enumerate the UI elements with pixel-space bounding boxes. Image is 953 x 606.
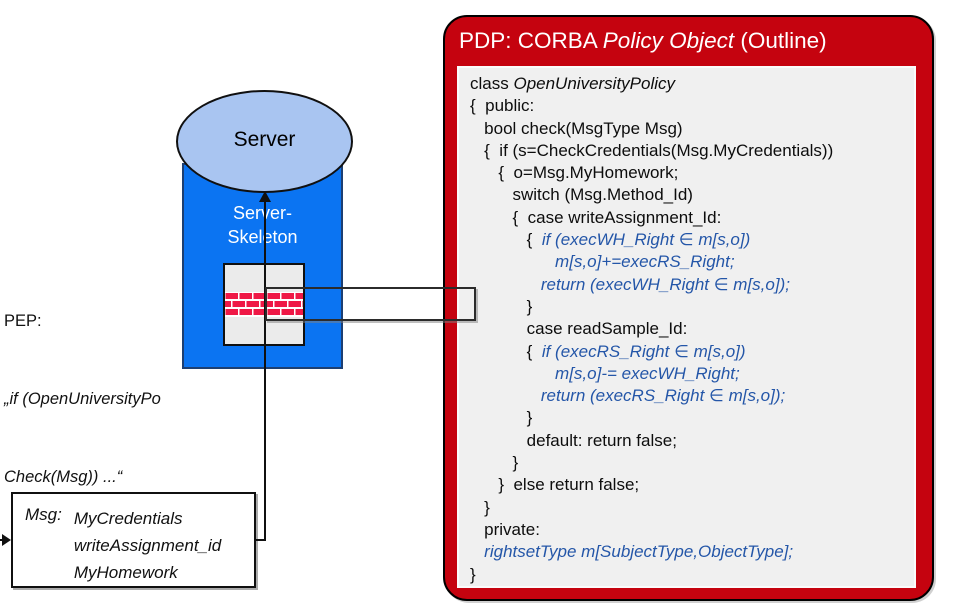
code-line: bool check(MsgType Msg) (470, 118, 683, 138)
msg-items: MyCredentials writeAssignment_id MyHomew… (74, 505, 221, 586)
msg-label: Msg: (25, 505, 62, 524)
pep-pdp-link-rect (265, 287, 476, 321)
code-line: } (470, 564, 476, 584)
skeleton-line2: Skeleton (227, 227, 298, 247)
code-line: { if (execRS_Right ∈ m[s,o]) (470, 341, 746, 361)
code-line: { if (execWH_Right ∈ m[s,o]) (470, 230, 751, 250)
pep-code-line1: „if (OpenUniversityPolicy. (4, 386, 188, 412)
msg-item: MyHomework (73, 563, 178, 582)
code-line: } (470, 453, 519, 473)
pep-label: PEP: (4, 312, 42, 330)
code-line: m[s,o]-= execWH_Right; (555, 363, 740, 383)
code-line: private: (470, 519, 540, 539)
pep-code-line2: Check(Msg)) ...“ (4, 468, 123, 486)
code-line: { if (s=CheckCredentials(Msg.MyCredentia… (470, 140, 834, 160)
pep-code-line1-dark: „if (OpenUniversityPo (4, 390, 161, 408)
code-line: return (execRS_Right ∈ m[s,o]); (540, 386, 786, 406)
code-line: } else return false; (470, 475, 640, 495)
pdp-title-suffix: (Outline) (734, 28, 827, 53)
code-line: rightsetType m[SubjectType,ObjectType]; (484, 542, 794, 562)
code-line: { o=Msg.MyHomework; (470, 163, 679, 183)
code-line: } (470, 296, 533, 316)
pep-code-line1-light: licy. (160, 390, 189, 408)
msg-incoming-arrowhead-icon (2, 534, 11, 546)
server-ellipse: Server (176, 90, 353, 193)
msg-box: Msg: MyCredentials writeAssignment_id My… (11, 492, 256, 588)
msg-item: writeAssignment_id (73, 536, 222, 555)
code-line: { public: (470, 96, 535, 116)
policy-code-box: class OpenUniversityPolicy { public: bool… (457, 66, 916, 588)
arrowhead-up-icon (259, 191, 271, 202)
code-line: default: return false; (470, 430, 677, 450)
server-label: Server (233, 127, 296, 151)
msg-item: MyCredentials (73, 509, 183, 528)
code-line: return (execWH_Right ∈ m[s,o]); (540, 274, 790, 294)
pdp-title: PDP: CORBA Policy Object (Outline) (459, 28, 827, 54)
policy-code: class OpenUniversityPolicy { public: bool… (459, 68, 914, 586)
pdp-panel: PDP: CORBA Policy Object (Outline) class… (443, 15, 934, 601)
pdp-title-italic: Policy Object (602, 28, 735, 53)
invocation-arrow-line (264, 200, 266, 541)
code-line: } (470, 497, 490, 517)
code-line: { case writeAssignment_Id: (470, 207, 722, 227)
server-skeleton-label: Server- Skeleton (182, 201, 343, 249)
code-line: class OpenUniversityPolicy (470, 74, 676, 93)
code-line: } (470, 408, 533, 428)
pdp-title-prefix: PDP: CORBA (459, 28, 603, 53)
code-line: case readSample_Id: (470, 319, 688, 339)
msg-connector-line (256, 539, 266, 541)
code-line: m[s,o]+=execRS_Right; (555, 252, 735, 272)
pep-annotation: PEP: „if (OpenUniversityPolicy. Check(Ms… (4, 256, 188, 542)
skeleton-line1: Server- (232, 203, 292, 223)
code-line: switch (Msg.Method_Id) (470, 185, 693, 205)
